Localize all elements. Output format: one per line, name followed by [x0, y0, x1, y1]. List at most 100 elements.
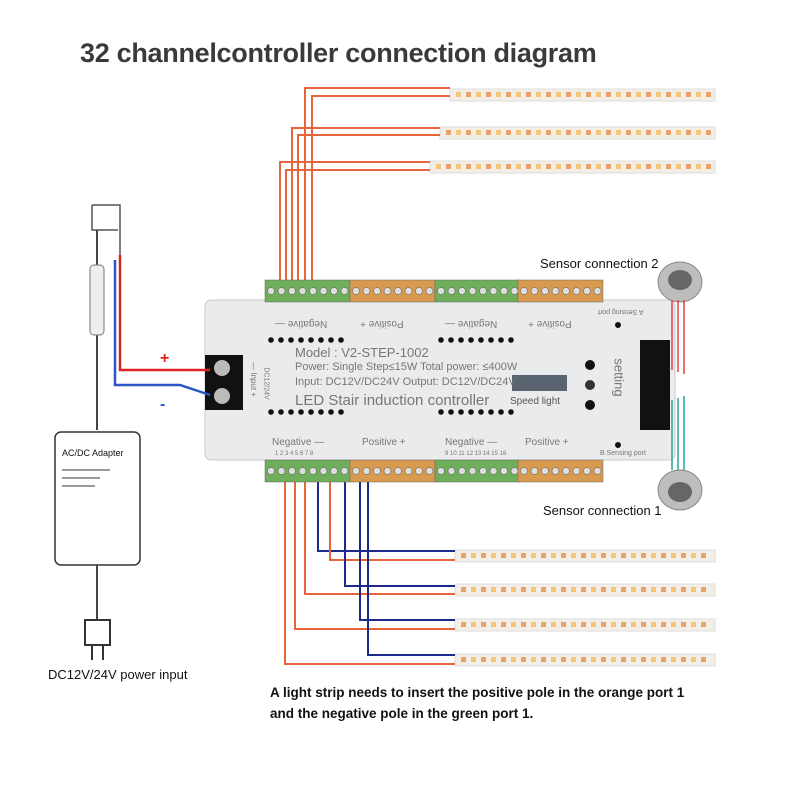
led-chip — [701, 587, 706, 592]
wire-to-bottom-strip — [367, 480, 455, 656]
led-chip — [576, 130, 581, 135]
indicator-dot — [438, 409, 444, 415]
led-chip — [501, 553, 506, 558]
led-chip — [601, 587, 606, 592]
led-chip — [571, 657, 576, 662]
led-chip — [611, 553, 616, 558]
led-chip — [521, 622, 526, 627]
indicator-dot — [278, 409, 284, 415]
sensor-1-icon — [657, 469, 703, 511]
led-chip — [681, 553, 686, 558]
instruction-line-1: A light strip needs to insert the positi… — [270, 685, 685, 700]
wire-to-bottom-strip — [294, 480, 455, 630]
led-chip — [591, 587, 596, 592]
indicator-dot — [278, 337, 284, 343]
led-strip — [439, 126, 716, 140]
led-chip — [676, 92, 681, 97]
led-chip — [621, 622, 626, 627]
led-chip — [651, 657, 656, 662]
led-chip — [666, 92, 671, 97]
led-chip — [491, 587, 496, 592]
terminal-screw — [383, 467, 392, 475]
indicator-dot — [288, 409, 294, 415]
indicator-dot — [498, 337, 504, 343]
led-chip — [516, 130, 521, 135]
indicator-dot — [318, 337, 324, 343]
led-chip — [706, 164, 711, 169]
speed-light-display — [512, 375, 567, 391]
led-chip — [651, 587, 656, 592]
terminal-screw — [288, 287, 296, 295]
terminal-screw — [319, 467, 328, 475]
led-chip — [496, 130, 501, 135]
terminal-screw — [309, 467, 317, 475]
power-cable — [91, 204, 121, 255]
led-chip — [531, 622, 536, 627]
led-chip — [526, 130, 531, 135]
led-chip — [516, 164, 521, 169]
led-chip — [601, 622, 606, 627]
led-chip — [536, 164, 541, 169]
led-chip — [566, 164, 571, 169]
top-positive-label-1: Positive + — [360, 318, 404, 329]
led-chip — [646, 130, 651, 135]
led-chip — [551, 587, 556, 592]
terminal-screw — [530, 467, 539, 475]
led-chip — [671, 553, 676, 558]
led-chip — [581, 657, 586, 662]
led-chip — [511, 587, 516, 592]
terminal-screw — [373, 467, 381, 475]
led-chip — [466, 130, 471, 135]
terminal-screw — [352, 287, 360, 295]
led-chip — [606, 130, 611, 135]
led-chip — [446, 130, 451, 135]
led-chip — [631, 622, 636, 627]
led-chip — [526, 92, 531, 97]
led-chip — [691, 622, 696, 627]
led-chip — [491, 553, 496, 558]
indicator-dot — [318, 409, 324, 415]
led-chip — [591, 657, 596, 662]
terminal-screw — [425, 467, 434, 475]
bottom-port-numbers-1: 1 2 3 4 5 6 7 8 — [275, 451, 314, 457]
terminal-screw — [500, 287, 508, 295]
led-strip — [454, 618, 716, 632]
led-chip — [496, 164, 501, 169]
led-strip — [429, 160, 716, 174]
led-chip — [501, 657, 506, 662]
led-chip — [646, 92, 651, 97]
setting-button-3 — [585, 400, 595, 410]
led-chip — [571, 622, 576, 627]
terminal-screw — [319, 287, 328, 295]
led-chip — [651, 553, 656, 558]
led-chip — [591, 553, 596, 558]
terminal-screw — [373, 287, 381, 295]
led-chip — [676, 164, 681, 169]
led-chip — [681, 657, 686, 662]
terminal-screw — [489, 287, 498, 295]
led-chip — [606, 164, 611, 169]
terminal-screw — [510, 287, 519, 295]
terminal-screw — [437, 467, 445, 475]
indicator-dot — [488, 337, 494, 343]
sensor-2-icon — [657, 261, 703, 303]
terminal-screw — [530, 287, 539, 295]
led-chip — [616, 92, 621, 97]
terminal-screw — [500, 467, 508, 475]
led-chip — [531, 553, 536, 558]
led-chip — [656, 130, 661, 135]
led-chip — [541, 622, 546, 627]
indicator-dot — [468, 409, 474, 415]
sensing-port-a-label: A Sensing port — [598, 308, 644, 315]
wire-to-top-strip — [311, 95, 450, 285]
led-chip — [506, 130, 511, 135]
led-chip — [591, 622, 596, 627]
indicator-dot — [498, 409, 504, 415]
wire-to-bottom-strip — [359, 480, 455, 621]
led-chip — [671, 622, 676, 627]
plug-icon — [84, 619, 111, 660]
terminal-screw — [520, 467, 528, 475]
led-chip — [676, 130, 681, 135]
terminal-screw — [583, 467, 591, 475]
led-chip — [541, 587, 546, 592]
